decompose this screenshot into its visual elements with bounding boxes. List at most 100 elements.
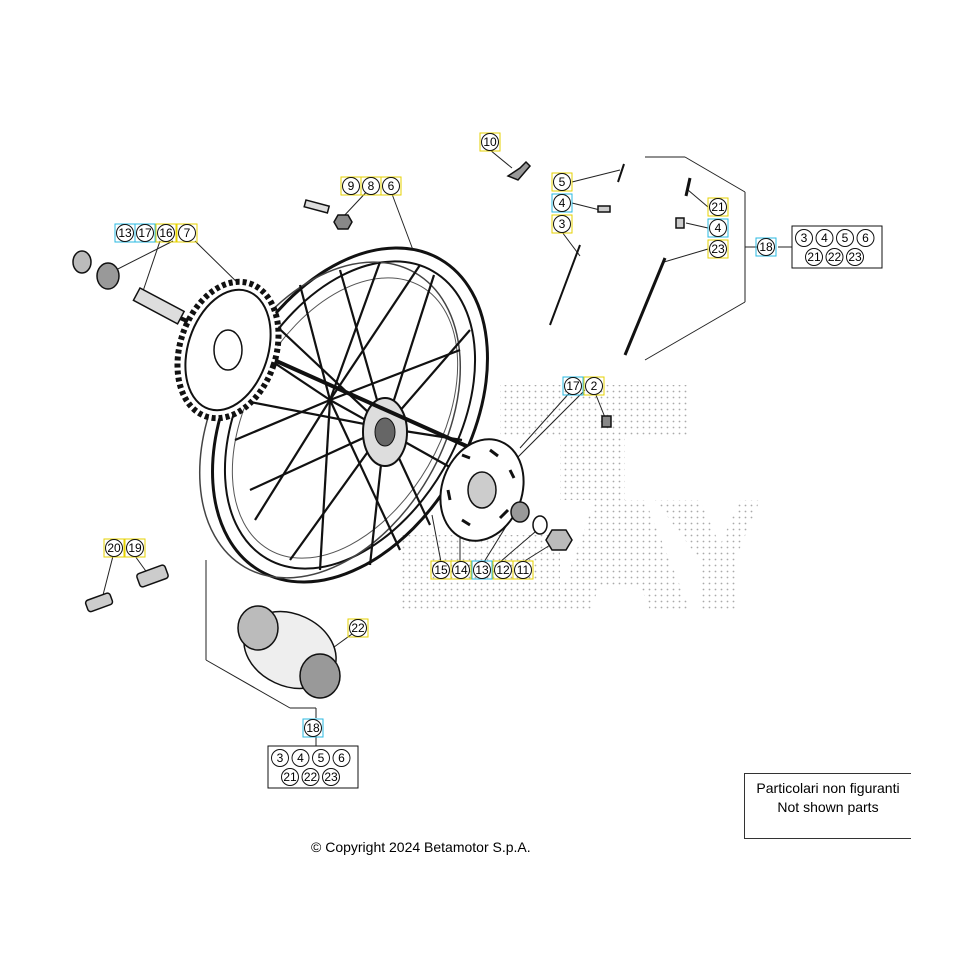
legend-line2: Not shown parts <box>777 799 879 815</box>
callout-circle <box>709 240 727 258</box>
callout-number: 16 <box>159 226 173 240</box>
callout-c17a: 17 <box>134 223 156 243</box>
kit-bottom-item: 5 <box>312 749 330 767</box>
kit-number: 21 <box>283 770 297 784</box>
sprocket <box>174 278 282 422</box>
callout-number: 17 <box>138 226 152 240</box>
callout-circle <box>564 377 582 395</box>
callout-circle <box>494 561 512 579</box>
callout-circle <box>126 539 144 557</box>
kit-right-item: 6 <box>856 229 875 247</box>
kit-number: 23 <box>848 250 862 264</box>
kit-circle <box>291 749 310 767</box>
kit-number: 5 <box>318 751 325 765</box>
callout-number: 3 <box>559 217 566 231</box>
kit-circle <box>312 749 330 767</box>
callout-circle <box>553 173 571 191</box>
kit-circle <box>322 768 340 786</box>
wheel-spokes <box>234 261 471 571</box>
callout-circle <box>105 539 123 557</box>
kit-bottom-item: 4 <box>291 749 310 767</box>
callout-circle <box>757 238 775 256</box>
callout-c17b: 17 <box>562 376 584 396</box>
callout-circle <box>116 224 134 242</box>
callout-number: 2 <box>591 379 598 393</box>
kit-right-item: 23 <box>846 248 864 266</box>
spoke-short-2 <box>684 177 692 197</box>
callout-number: 10 <box>483 135 497 149</box>
callout-circle <box>349 619 367 637</box>
callout-c2: 2 <box>583 376 605 396</box>
callout-circle <box>362 177 380 195</box>
callout-c16: 16 <box>155 223 177 243</box>
kit-bottom-item: 23 <box>322 768 340 786</box>
callout-circle <box>432 561 450 579</box>
kit-bottom-item: 6 <box>332 749 351 767</box>
callout-c18a: 18 <box>755 237 777 257</box>
callout-c6: 6 <box>380 176 402 196</box>
bearing-right <box>510 501 530 523</box>
kit-right-item: 3 <box>795 229 813 247</box>
callout-circle <box>585 377 603 395</box>
kit-circle <box>825 248 844 266</box>
callout-c10: 10 <box>479 132 501 152</box>
axle-nut <box>545 529 573 551</box>
kit-number: 4 <box>821 231 828 245</box>
kit-number: 3 <box>277 751 284 765</box>
callout-c19: 19 <box>124 538 146 558</box>
callout-number: 5 <box>559 175 566 189</box>
kit-circle <box>846 248 864 266</box>
callout-number: 21 <box>711 200 725 214</box>
callout-circle <box>178 224 196 242</box>
disc-bolt <box>601 415 612 428</box>
kit-right-item: 21 <box>805 248 823 266</box>
callout-number: 17 <box>566 379 580 393</box>
valve <box>506 160 532 181</box>
callout-c9: 9 <box>340 176 362 196</box>
callout-c4a: 4 <box>551 193 573 213</box>
kit-number: 21 <box>807 250 821 264</box>
callout-number: 7 <box>184 226 191 240</box>
callout-number: 23 <box>711 242 725 256</box>
kit-circle <box>301 768 320 786</box>
kit-number: 5 <box>842 231 849 245</box>
callout-c7: 7 <box>176 223 198 243</box>
small-parts <box>72 160 692 699</box>
kit-bottom-item: 21 <box>281 768 299 786</box>
kit-number: 6 <box>862 231 869 245</box>
callout-c5: 5 <box>551 172 573 192</box>
callout-c8: 8 <box>360 176 382 196</box>
callout-number: 18 <box>759 240 773 254</box>
callout-circle <box>514 561 532 579</box>
kit-right-item: 4 <box>815 229 834 247</box>
callout-number: 19 <box>128 541 142 555</box>
kit-bottom-item: 3 <box>271 749 289 767</box>
callout-number: 18 <box>306 721 320 735</box>
not-shown-parts-legend: Particolari non figuranti Not shown part… <box>744 773 911 839</box>
kit-circle <box>856 229 875 247</box>
callout-number: 12 <box>496 563 510 577</box>
callout-number: 22 <box>351 621 365 635</box>
kit-circle <box>271 749 289 767</box>
callout-circle <box>382 177 400 195</box>
chain-link <box>136 564 169 588</box>
kit-circle <box>815 229 834 247</box>
kit-number: 22 <box>304 770 318 784</box>
callout-circle <box>304 719 322 737</box>
callout-circle <box>481 133 499 151</box>
kit-bottom-item: 22 <box>301 768 320 786</box>
callout-c13b: 13 <box>471 560 493 580</box>
master-link <box>84 592 114 613</box>
callout-number: 13 <box>118 226 132 240</box>
kit-number: 4 <box>297 751 304 765</box>
bearing-left <box>72 250 92 274</box>
callout-circle <box>553 215 571 233</box>
callout-number: 14 <box>454 563 468 577</box>
nipple <box>597 205 611 213</box>
callout-c12: 12 <box>492 560 514 580</box>
callout-circle <box>136 224 154 242</box>
callout-circle <box>709 219 727 237</box>
callout-number: 13 <box>475 563 489 577</box>
